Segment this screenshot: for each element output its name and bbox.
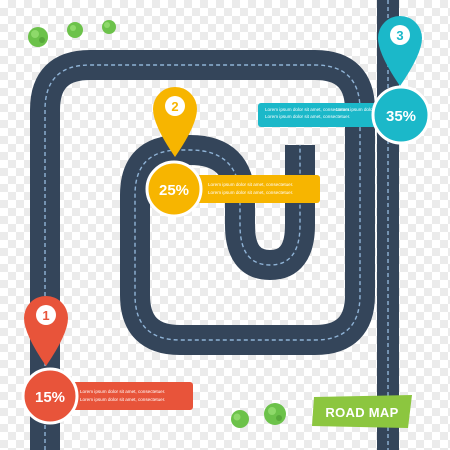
- milestone-text: Lorem ipsum dolor sit amet, consectetuer…: [208, 190, 293, 195]
- milestone-percent-circle: [21, 367, 79, 425]
- bush-icon: [67, 22, 83, 38]
- milestone-2: Lorem ipsum dolor sit amet, consectetuer…: [145, 87, 320, 218]
- milestone-text: Lorem ipsum dolor sit amet, consectetuer…: [80, 389, 165, 394]
- milestone-label-bar: [185, 175, 320, 203]
- bush-group-top: [28, 20, 116, 47]
- milestone-text: Lorem ipsum dolor sit amet, consectetuer…: [265, 114, 350, 119]
- milestone-percent-circle: [145, 160, 203, 218]
- milestone-text: Lorem ipsum dolor sit amet, consectetuer…: [208, 182, 293, 187]
- milestone-1: Lorem ipsum dolor sit amet, consectetuer…: [21, 296, 193, 425]
- milestone-text: Lorem ipsum dolor sit amet, consectetuer…: [265, 107, 350, 112]
- milestone-number: 1: [42, 308, 49, 323]
- milestone-label-bar: [60, 382, 193, 410]
- milestone-text: Lorem ipsum dolor sit amet, consectetuer…: [80, 397, 165, 402]
- map-pin-icon: 1: [24, 296, 68, 366]
- milestone-number: 2: [171, 99, 178, 114]
- milestone-number: 3: [396, 28, 403, 43]
- bush-icon: [28, 27, 48, 47]
- milestone-percent-circle: [371, 85, 431, 145]
- milestone-3: Lorem ipsum dolor sit amet, consectetuer…: [258, 16, 431, 145]
- bush-icon: [264, 403, 286, 425]
- milestone-label-bar: [258, 103, 378, 127]
- title-banner: ROAD MAP: [312, 395, 412, 428]
- road-lane-markings: [44, 64, 361, 450]
- milestone-percent: 35%: [386, 108, 416, 125]
- map-pin-icon: 3: [378, 16, 422, 86]
- bush-icon: [102, 20, 116, 34]
- bush-icon: [231, 410, 249, 428]
- title: ROAD MAP: [325, 405, 398, 420]
- bush-group-bottom: [231, 403, 286, 428]
- map-pin-icon: 2: [153, 87, 197, 157]
- milestone-percent: 25%: [159, 182, 189, 199]
- milestone-percent: 15%: [35, 389, 65, 406]
